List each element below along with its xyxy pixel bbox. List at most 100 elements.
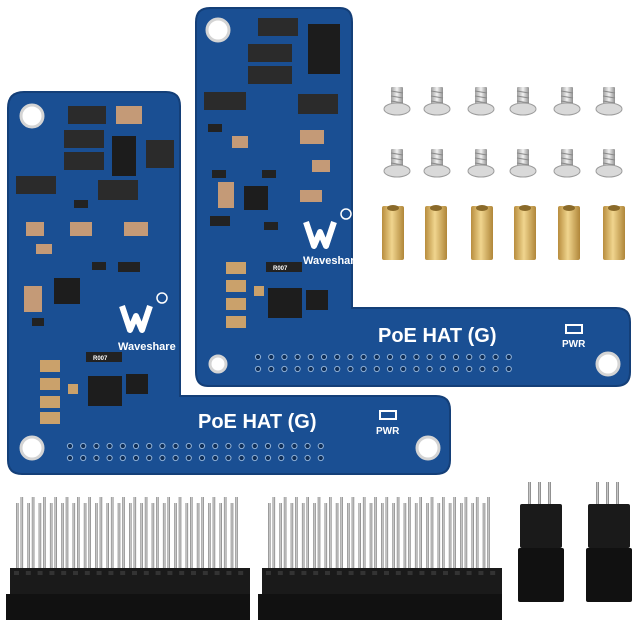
capacitor [226, 262, 246, 274]
header-pin [54, 497, 57, 569]
mounting-hole [415, 435, 441, 461]
header-pin [212, 497, 216, 569]
resistor [32, 318, 44, 326]
gpio-pad [251, 442, 258, 450]
gpio-pad [146, 454, 153, 462]
gpio-pad [320, 365, 328, 373]
inductor [112, 136, 136, 176]
gpio-pad [172, 442, 179, 450]
capacitor [226, 298, 246, 310]
screw-head [383, 164, 411, 178]
gpio-pad [492, 353, 499, 361]
header-pin [31, 497, 35, 569]
socket-hole [191, 571, 196, 575]
gpio-pad [466, 353, 473, 361]
screw-thread-line [474, 152, 488, 156]
header-pin [219, 503, 222, 569]
screw-thread-line [560, 157, 574, 161]
screw-head [423, 102, 451, 116]
screw [383, 149, 411, 178]
brass-standoff-set [382, 205, 625, 260]
header-pin [49, 503, 53, 569]
registered-mark-icon [156, 292, 168, 304]
gpio-pad [172, 454, 179, 462]
screw-thread-line [474, 100, 488, 104]
gpio-pad [360, 353, 367, 361]
gpio-pad [304, 454, 311, 462]
socket-hole [419, 571, 425, 575]
diode [298, 94, 338, 114]
header-pin [392, 503, 395, 569]
jumper-pin [606, 482, 609, 508]
diode [98, 180, 138, 200]
socket-hole [372, 571, 378, 575]
header-pin [335, 503, 339, 569]
gpio-pad [198, 442, 206, 450]
header-pin [185, 503, 189, 569]
header-pin [448, 503, 452, 569]
pwr-led-icon [565, 324, 583, 334]
chip-marking-text: R007 [273, 266, 288, 272]
header-pin [419, 497, 422, 569]
gpio-pad [80, 454, 87, 462]
header-pin [65, 497, 69, 569]
screw [383, 87, 411, 116]
header-pin [151, 503, 155, 569]
header-pin [268, 503, 271, 569]
capacitor [70, 222, 92, 236]
resistor [92, 262, 106, 270]
screw-head [509, 164, 537, 178]
header-pin [27, 503, 30, 569]
header-pin [453, 497, 456, 569]
header-pin [324, 503, 328, 569]
mosfet [306, 290, 328, 310]
gpio-pad [238, 454, 245, 462]
socket-hole [143, 571, 149, 575]
gpio-pad [119, 442, 126, 450]
capacitor [254, 286, 264, 296]
mosfet [126, 374, 148, 394]
header-pin [133, 497, 137, 569]
header-pin [99, 497, 103, 569]
header-pin [16, 503, 19, 569]
capacitor [232, 136, 248, 148]
header-pin [290, 503, 294, 569]
header-pin [174, 503, 177, 569]
ic-chip [54, 278, 80, 304]
resistor [74, 200, 88, 208]
screw [553, 149, 581, 178]
jumper-pin [616, 482, 619, 508]
gpio-pad [317, 442, 324, 450]
header-pin [272, 497, 276, 569]
screw-thread-line [430, 152, 444, 156]
capacitor [26, 222, 44, 236]
gpio-pad [294, 365, 301, 373]
capacitor [116, 106, 142, 124]
pwr-label: PWR [376, 426, 400, 437]
gpio-pad [304, 442, 311, 450]
socket-hole [61, 571, 67, 575]
screw-thread-line [430, 157, 444, 161]
header-pin [223, 497, 227, 569]
header-pin [460, 503, 463, 569]
screw-thread-line [390, 157, 404, 161]
header-pin [117, 503, 121, 569]
standoff-body [514, 206, 536, 260]
header-pin [442, 497, 445, 569]
gpio-pad [307, 353, 314, 361]
header-pin [95, 503, 98, 569]
gpio-pad [492, 365, 499, 373]
screw-head [509, 102, 537, 116]
mounting-hole [208, 354, 228, 374]
header-socket-base [258, 594, 502, 620]
capacitor [24, 286, 42, 312]
socket-hole [96, 571, 102, 575]
capacitor [40, 378, 60, 390]
screw-thread-line [474, 95, 488, 99]
jumper-pin [596, 482, 599, 508]
standoff-hole [519, 205, 531, 211]
waveshare-logo-icon [303, 221, 337, 249]
header-pin [156, 497, 159, 569]
header-pin [72, 503, 76, 569]
gpio-pad [198, 454, 206, 462]
